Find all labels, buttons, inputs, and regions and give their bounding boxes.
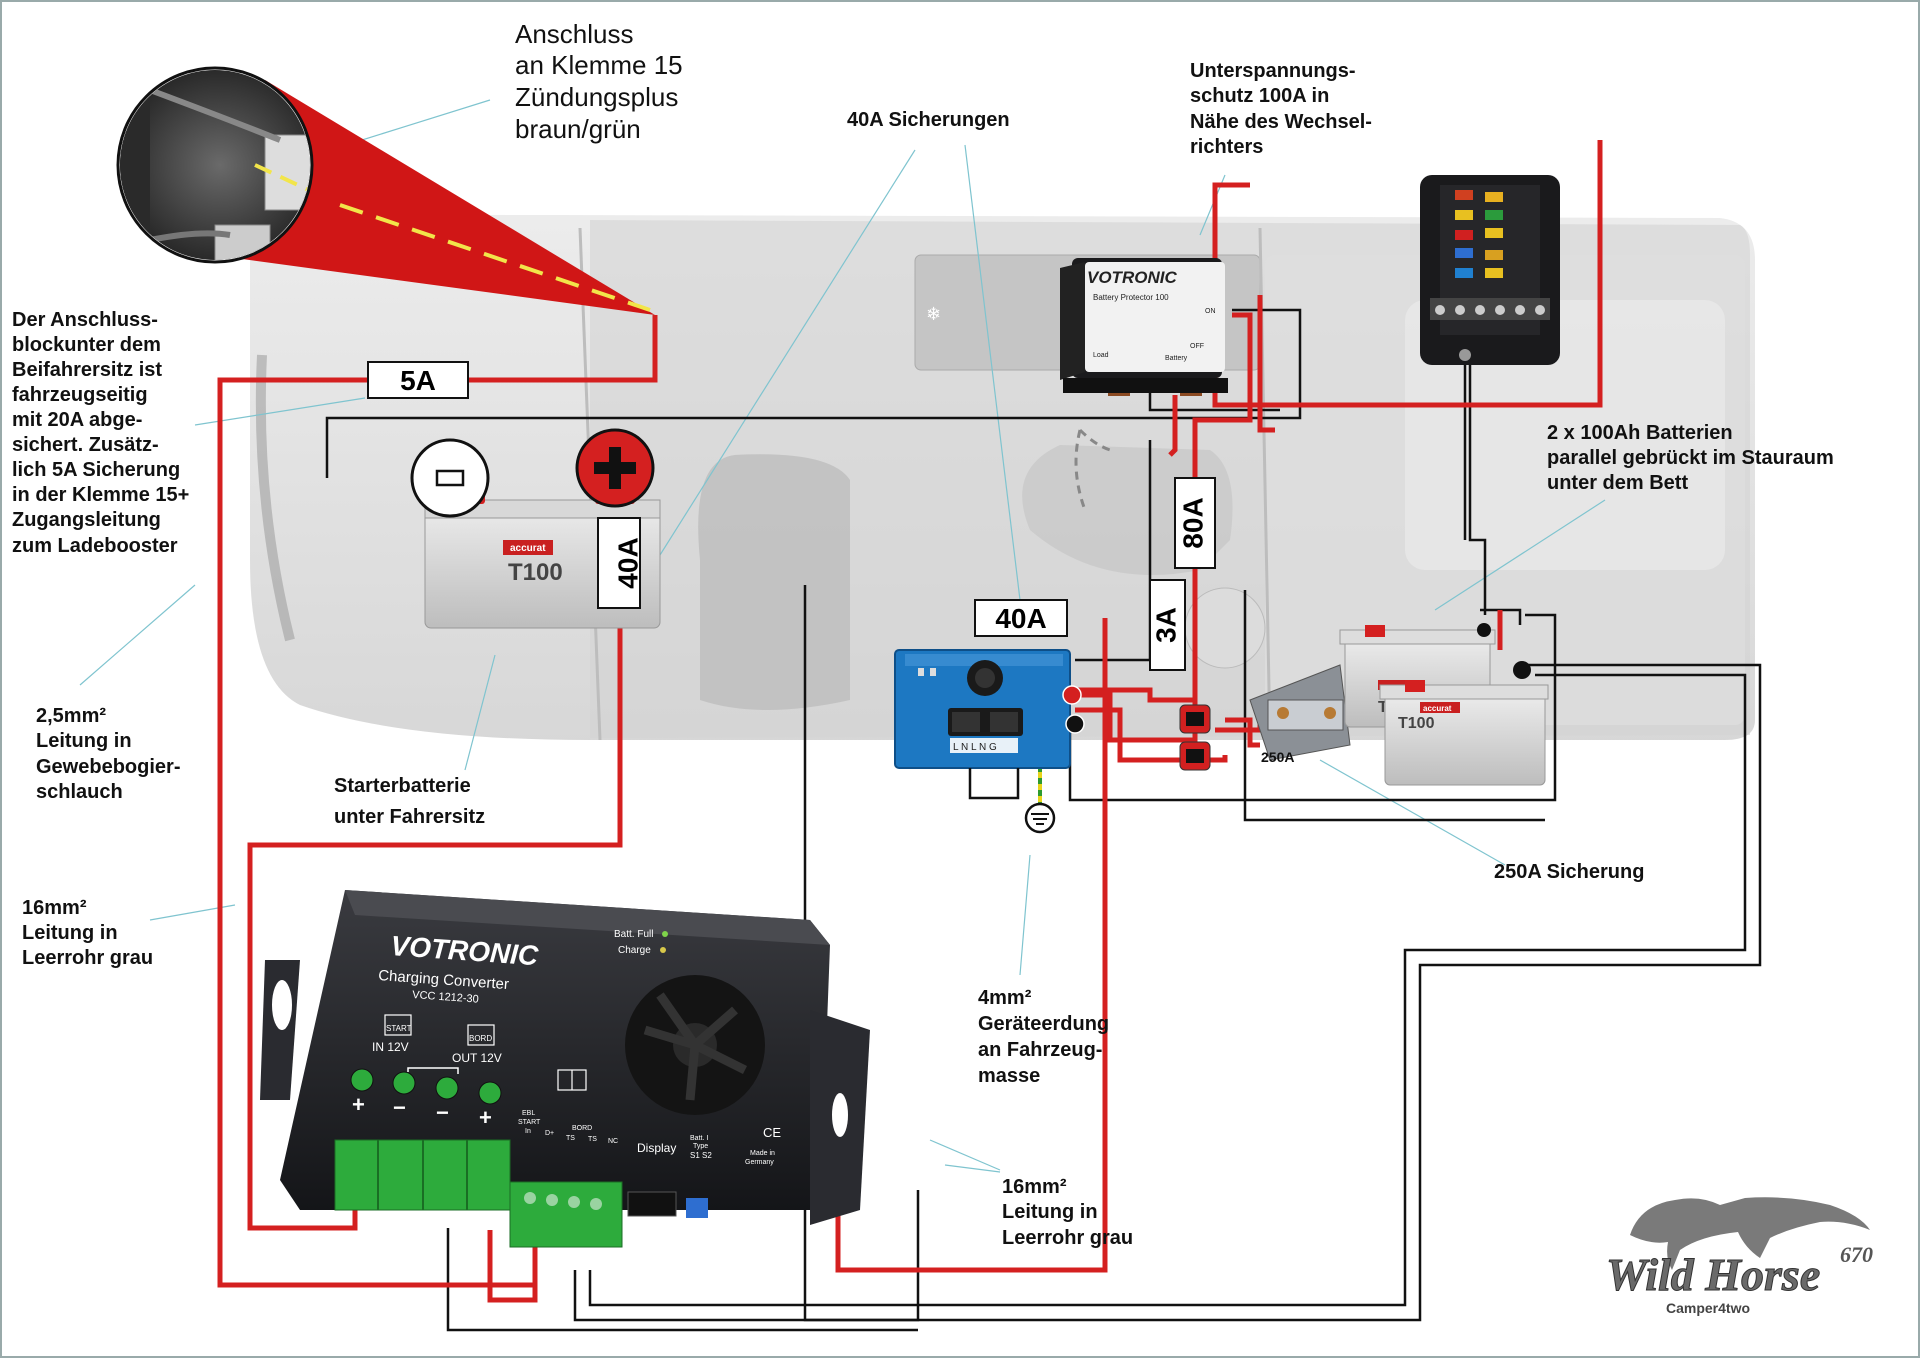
converter-batt-type: Batt. I <box>690 1135 708 1142</box>
fuse-labels: 5A 40A 40A 80A 3A 250A <box>367 361 1294 765</box>
converter-bord-label: BORD <box>469 1034 492 1043</box>
label-cable16-right-3: Leerrohr grau <box>1002 1227 1133 1249</box>
battery-protector: VOTRONIC Battery Protector 100 Load Batt… <box>1060 258 1228 396</box>
starter-battery-model: T100 <box>508 559 563 586</box>
annotation-labels: Anschluss an Klemme 15 Zündungsplus brau… <box>12 19 1834 1249</box>
horse-icon <box>1630 1197 1870 1270</box>
converter-ebl: EBL <box>522 1110 535 1117</box>
converter-ce: CE <box>763 1125 781 1140</box>
label-cable25-1: 2,5mm² <box>36 705 106 727</box>
label-starter-1: Starterbatterie <box>334 775 471 797</box>
converter-terminal-4: + <box>479 1105 492 1130</box>
label-earthing-4: masse <box>978 1065 1040 1087</box>
label-cable16-right-1: 16mm² <box>1002 1176 1067 1198</box>
converter-display: Display <box>637 1141 676 1155</box>
logo-name: Wild Horse <box>1606 1249 1820 1300</box>
protector-battery-label: Battery <box>1165 355 1188 362</box>
label-undervoltage-3: Nähe des Wechsel- <box>1190 111 1372 133</box>
protector-off-label: OFF <box>1190 343 1204 350</box>
fuse-40a-horizontal: 40A <box>995 603 1046 634</box>
label-batteries-3: unter dem Bett <box>1547 472 1688 494</box>
svg-text:❄: ❄ <box>926 304 941 325</box>
label-cable16-left-3: Leerrohr grau <box>22 947 153 969</box>
charging-converter: VOTRONIC Charging Converter VCC 1212-30 … <box>260 890 870 1248</box>
label-anschlussblock-9: Zugangsleitung <box>12 509 161 531</box>
converter-germany: Germany <box>745 1159 774 1166</box>
logo-number: 670 <box>1840 1242 1873 1267</box>
protector-brand: VOTRONIC <box>1087 268 1177 287</box>
label-anschlussblock-1: Der Anschluss- <box>12 309 158 331</box>
label-anschlussblock-5: mit 20A abge- <box>12 409 142 431</box>
converter-ts1: TS <box>566 1135 575 1142</box>
converter-terminal-2: − <box>393 1095 406 1120</box>
label-earthing-3: an Fahrzeug- <box>978 1039 1102 1061</box>
label-cable16-right-2: Leitung in <box>1002 1201 1098 1223</box>
label-batteries-1: 2 x 100Ah Batterien <box>1547 422 1733 444</box>
inverter: L N L N G <box>894 649 1085 834</box>
fuse-80a: 80A <box>1177 497 1208 548</box>
fuse-5a: 5A <box>400 365 436 396</box>
label-fuses40: 40A Sicherungen <box>847 109 1010 131</box>
service-battery-model-2: T100 <box>1398 715 1435 732</box>
label-klemme15-4: braun/grün <box>515 114 641 144</box>
label-anschlussblock-8: in der Klemme 15+ <box>12 484 189 506</box>
converter-ebl-d: D+ <box>545 1130 554 1137</box>
battery-switches <box>1179 704 1211 771</box>
converter-bord-i: BORD <box>572 1125 592 1132</box>
label-cable25-3: Gewebebogier- <box>36 756 180 778</box>
label-anschlussblock-6: sichert. Zusätz- <box>12 434 159 456</box>
label-undervoltage-1: Unterspannungs- <box>1190 60 1356 82</box>
converter-charge: Charge <box>618 945 651 956</box>
label-klemme15-1: Anschluss <box>515 19 634 49</box>
converter-s1s2: S1 S2 <box>690 1151 712 1160</box>
converter-in-label: IN 12V <box>372 1040 409 1054</box>
label-fuse250: 250A Sicherung <box>1494 861 1644 883</box>
converter-ebl-start: START <box>518 1119 541 1126</box>
label-anschlussblock-10: zum Ladebooster <box>12 535 178 557</box>
label-cable25-4: schlauch <box>36 781 123 803</box>
converter-out-label: OUT 12V <box>452 1051 502 1065</box>
converter-nc: NC <box>608 1138 618 1145</box>
fuse-3a: 3A <box>1150 607 1181 643</box>
label-cable16-left-2: Leitung in <box>22 922 118 944</box>
wild-horse-logo: Wild Horse 670 Camper4two <box>1606 1197 1873 1316</box>
converter-model: VCC 1212-30 <box>412 989 479 1006</box>
starter-battery-brand: accurat <box>510 543 546 554</box>
label-anschlussblock-3: Beifahrersitz ist <box>12 359 162 381</box>
service-battery-brand: accurat <box>1423 704 1452 713</box>
main-fuse-250a <box>1249 664 1351 761</box>
protector-on-label: ON <box>1205 308 1216 315</box>
converter-ebl-in: In <box>525 1128 531 1135</box>
fuse-40a-vertical: 40A <box>612 537 643 588</box>
converter-terminal-3: − <box>436 1100 449 1125</box>
label-earthing-2: Geräteerdung <box>978 1013 1109 1035</box>
converter-batt-type2: Type <box>693 1143 708 1150</box>
converter-made-in: Made in <box>750 1150 775 1157</box>
service-batteries: T100 accurat T100 <box>1339 623 1549 786</box>
fuse-250a-small: 250A <box>1261 749 1294 765</box>
fuse-block <box>1420 175 1560 365</box>
inverter-outlet-labels: L N L N G <box>953 742 997 753</box>
protector-model: Battery Protector 100 <box>1093 293 1169 302</box>
label-anschlussblock-7: lich 5A Sicherung <box>12 459 180 481</box>
label-cable16-left-1: 16mm² <box>22 897 87 919</box>
label-earthing-1: 4mm² <box>978 987 1032 1009</box>
converter-terminal-1: + <box>352 1092 365 1117</box>
label-klemme15-3: Zündungsplus <box>515 82 678 112</box>
label-cable25-2: Leitung in <box>36 730 132 752</box>
protector-load-label: Load <box>1093 352 1109 359</box>
logo-sub: Camper4two <box>1666 1300 1750 1316</box>
label-anschlussblock-2: blockunter dem <box>12 334 161 356</box>
converter-batt-full: Batt. Full <box>614 929 653 940</box>
label-undervoltage-4: richters <box>1190 136 1263 158</box>
label-klemme15-2: an Klemme 15 <box>515 50 683 80</box>
converter-start-label: START <box>386 1024 412 1033</box>
converter-ts2: TS <box>588 1136 597 1143</box>
label-undervoltage-2: schutz 100A in <box>1190 85 1329 107</box>
label-starter-2: unter Fahrersitz <box>334 806 485 828</box>
label-batteries-2: parallel gebrückt im Stauraum <box>1547 447 1834 469</box>
label-anschlussblock-4: fahrzeugseitig <box>12 384 148 406</box>
